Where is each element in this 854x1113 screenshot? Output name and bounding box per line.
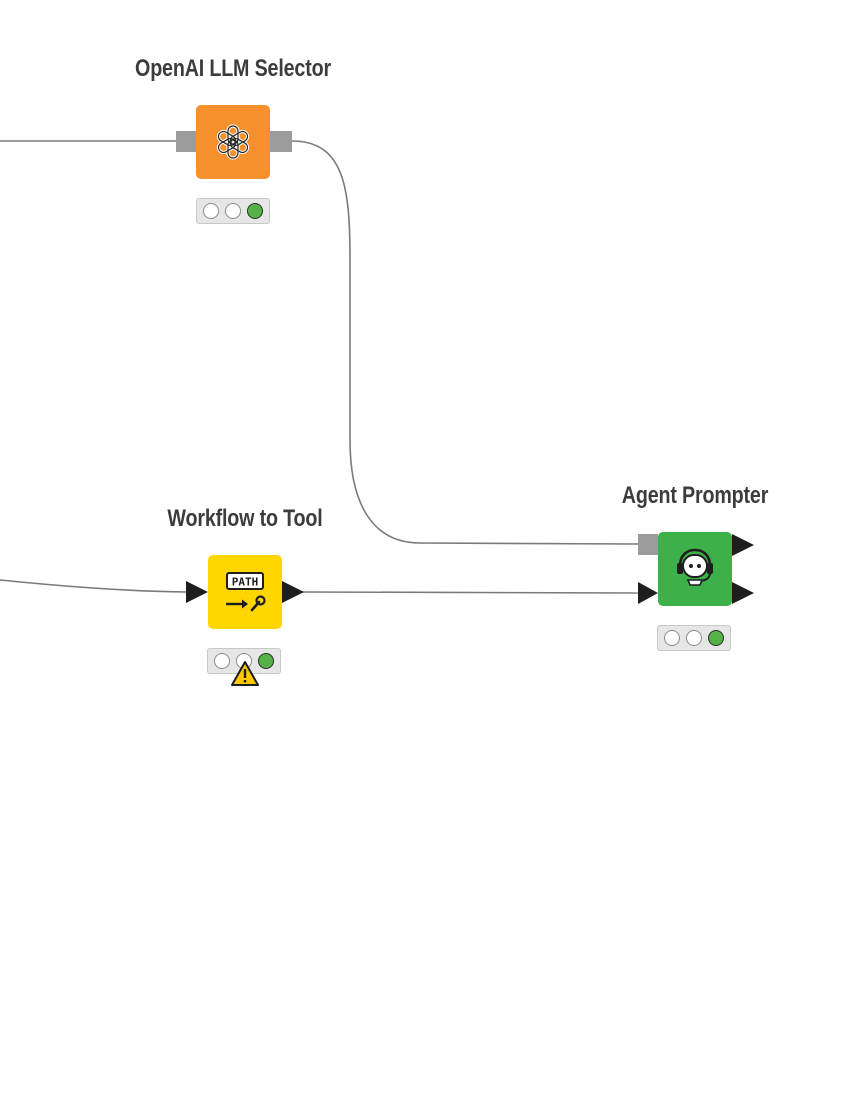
llm-selector-input-port[interactable]	[176, 131, 196, 152]
path-to-tool-icon: PATH	[226, 572, 266, 612]
warning-icon[interactable]	[230, 660, 260, 687]
agent-prompter-model-input-port[interactable]	[638, 534, 658, 555]
agent-prompter-title: Agent Prompter	[621, 482, 769, 509]
llm-selector-node[interactable]	[196, 105, 270, 179]
agent-prompter-output-port-2[interactable]	[732, 582, 754, 604]
workflow-to-tool-output-port[interactable]	[282, 581, 304, 603]
status-light-green	[708, 630, 724, 646]
agent-headset-icon	[677, 548, 713, 586]
path-label: PATH	[232, 576, 259, 589]
workflow-to-tool-title: Workflow to Tool	[167, 505, 323, 532]
agent-prompter-status-lights	[657, 625, 731, 651]
workflow-to-tool-node[interactable]: PATH	[208, 555, 282, 629]
status-light-red	[214, 653, 230, 669]
openai-logo-icon	[216, 124, 250, 160]
llm-selector-status-lights	[196, 198, 270, 224]
llm-selector-title: OpenAI LLM Selector	[135, 55, 331, 82]
agent-prompter-node[interactable]	[658, 532, 732, 606]
status-light-red	[664, 630, 680, 646]
workflow-to-tool-input-port[interactable]	[186, 581, 208, 603]
status-light-yellow	[686, 630, 702, 646]
agent-prompter-tools-input-port[interactable]	[638, 582, 658, 604]
connection-llm-selector-to-agent-prompter[interactable]	[291, 140, 639, 545]
status-light-green	[258, 653, 274, 669]
status-light-green	[247, 203, 263, 219]
connection-workflow-to-tool-to-agent-prompter[interactable]	[301, 591, 639, 594]
agent-prompter-output-port-1[interactable]	[732, 534, 754, 556]
status-light-yellow	[225, 203, 241, 219]
status-light-red	[203, 203, 219, 219]
llm-selector-output-port[interactable]	[270, 131, 292, 152]
connection-into-workflow-to-tool[interactable]	[0, 579, 187, 593]
